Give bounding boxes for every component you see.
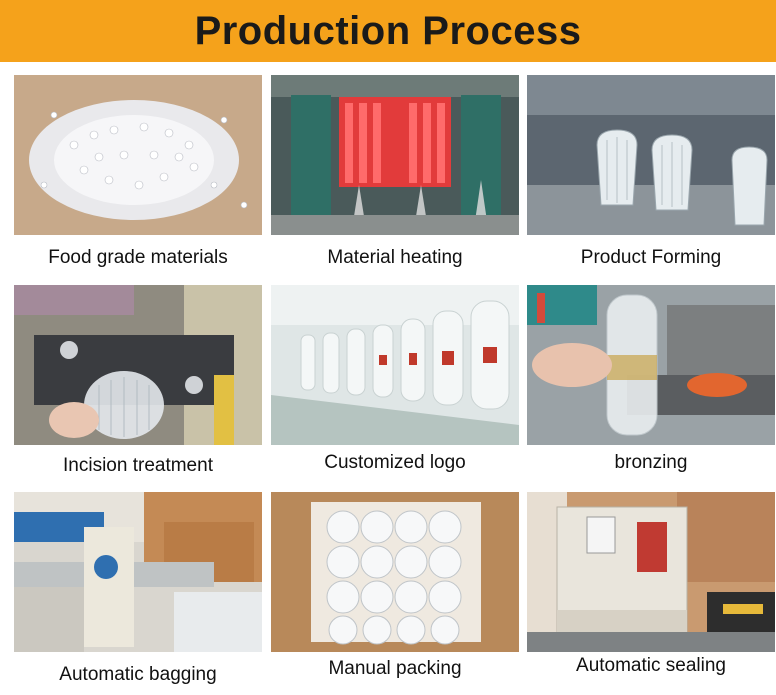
step-caption: Incision treatment (63, 455, 213, 476)
step-caption: Customized logo (324, 452, 466, 473)
page-title: Production Process (194, 8, 582, 53)
step-caption: Automatic bagging (59, 664, 217, 685)
step-caption: Product Forming (580, 247, 722, 268)
step-caption: Food grade materials (48, 247, 228, 268)
carton-sealing-machine-photo (527, 492, 775, 652)
step-caption: Automatic sealing (576, 655, 726, 676)
bagging-machine-photo (14, 492, 262, 652)
incision-machine-photo (14, 285, 262, 445)
forming-machine-photo (527, 75, 775, 235)
title-banner: Production Process (0, 0, 776, 62)
step-caption: Manual packing (328, 658, 462, 679)
printed-bottles-conveyor-photo (271, 285, 519, 445)
step-caption: Material heating (327, 247, 463, 268)
plastic-pellets-photo (14, 75, 262, 235)
packed-carton-photo (271, 492, 519, 652)
step-caption: bronzing (614, 452, 688, 473)
bronzing-machine-photo (527, 285, 775, 445)
heating-machine-photo (271, 75, 519, 235)
